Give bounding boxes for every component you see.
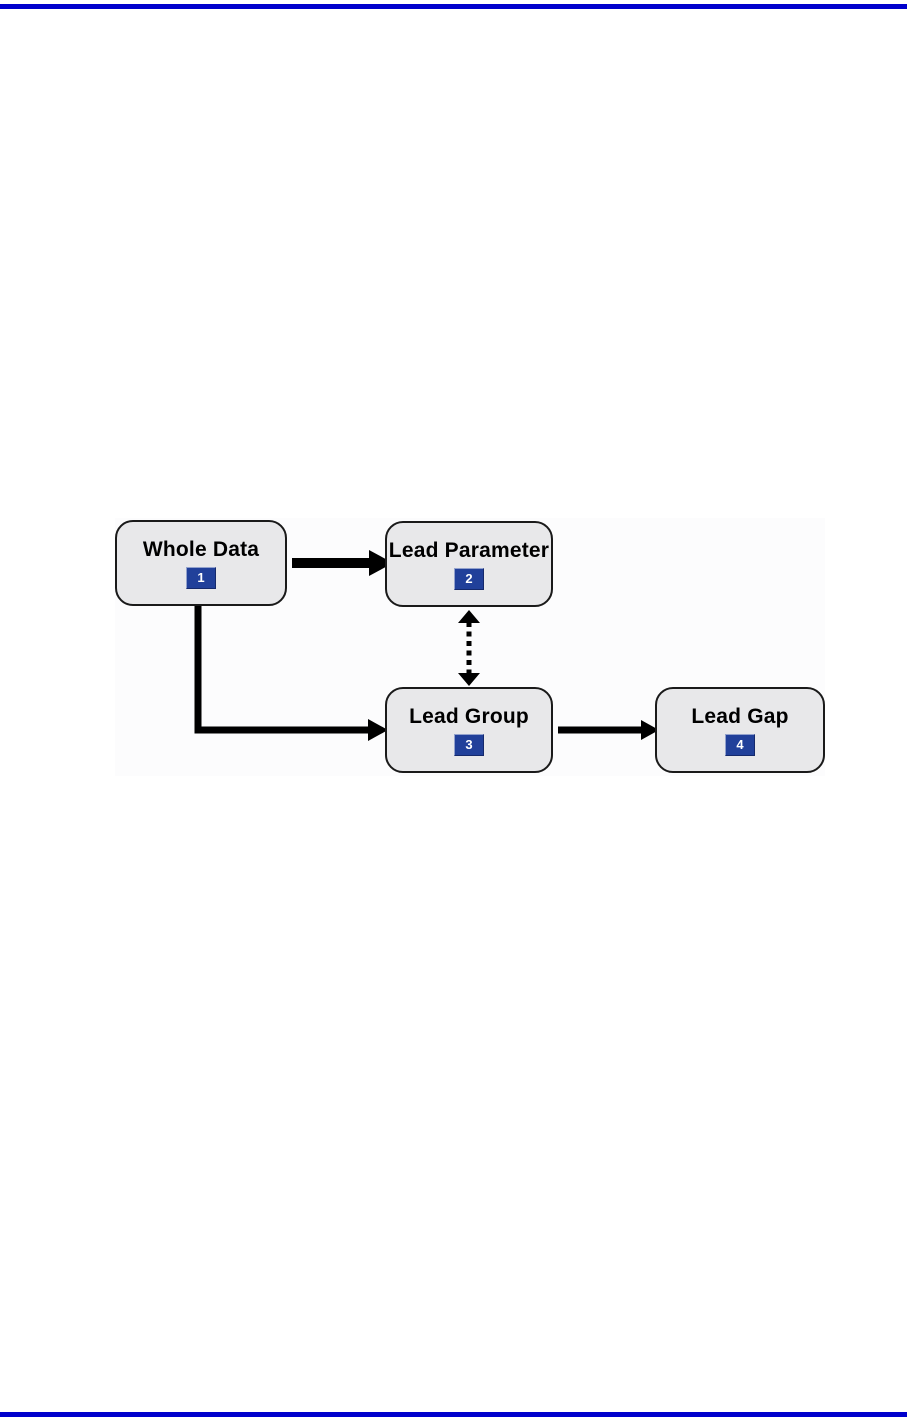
node-lead-gap: Lead Gap 4 [655, 687, 825, 773]
arrow-whole-data-to-lead-parameter [292, 550, 393, 576]
arrow-lead-parameter-lead-group-double [458, 610, 480, 686]
bottom-rule [0, 1412, 907, 1417]
node-label: Lead Parameter [388, 538, 550, 562]
node-lead-group: Lead Group 3 [385, 687, 553, 773]
top-rule [0, 4, 907, 9]
node-label: Lead Gap [691, 704, 789, 728]
node-label: Lead Group [409, 704, 529, 728]
step-badge: 3 [454, 733, 484, 756]
node-label: Whole Data [142, 537, 260, 561]
node-whole-data: Whole Data 1 [115, 520, 287, 606]
node-lead-parameter: Lead Parameter 2 [385, 521, 553, 607]
step-badge: 2 [454, 567, 484, 590]
step-badge: 4 [725, 733, 755, 756]
arrow-whole-data-to-lead-group [194, 606, 388, 741]
diagram-arrows-layer [194, 550, 659, 741]
arrow-lead-group-to-lead-gap [558, 720, 659, 740]
step-badge: 1 [186, 566, 216, 589]
flow-diagram: Whole Data 1 Lead Parameter 2 Lead Group… [115, 518, 825, 776]
